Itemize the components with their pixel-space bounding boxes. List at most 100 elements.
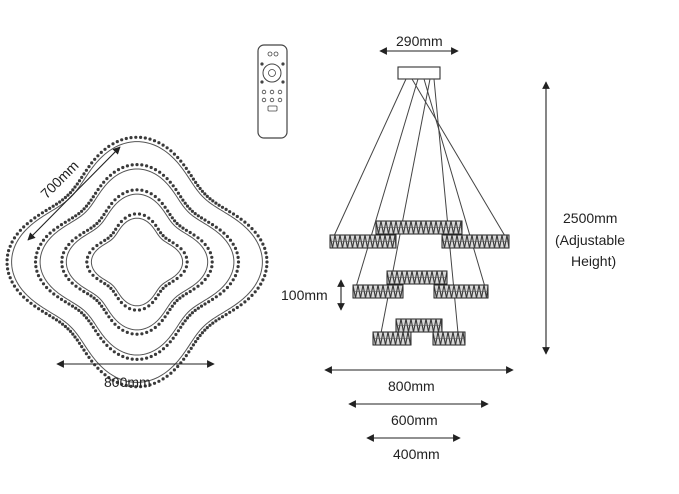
- crystal-bead: [140, 332, 144, 336]
- crystal-bead: [56, 225, 60, 229]
- crystal-bead: [181, 322, 185, 326]
- crystal-bead: [125, 190, 129, 194]
- crystal-bead: [48, 206, 52, 210]
- crystal-bead: [152, 139, 157, 143]
- height-note-line1: (Adjustable: [555, 232, 626, 248]
- crystal-bead: [181, 294, 185, 298]
- crystal-bead: [151, 300, 155, 305]
- crystal-bead: [189, 346, 193, 350]
- crystal-bead: [33, 304, 37, 308]
- crystal-bead: [119, 219, 123, 224]
- height-dimension-label: 2500mm: [563, 210, 618, 226]
- crystal-bead: [253, 290, 257, 294]
- crystal-bead: [73, 185, 77, 189]
- crystal-bead: [153, 352, 158, 356]
- medium-ring-dimension-label: 600mm: [391, 412, 438, 428]
- crystal-bead: [142, 213, 146, 217]
- small-ring-dimension-label: 400mm: [393, 446, 440, 462]
- crystal-bead: [84, 168, 88, 172]
- crystal-band: [432, 331, 466, 346]
- crystal-bead: [73, 335, 77, 339]
- crystal-bead: [179, 195, 183, 199]
- crystal-bead: [71, 188, 75, 192]
- crystal-bead: [171, 279, 175, 283]
- top-width-dimension-label: 800mm: [104, 374, 151, 390]
- crystal-bead: [225, 285, 229, 290]
- crystal-bead: [190, 209, 194, 213]
- crystal-bead: [116, 223, 120, 227]
- crystal-bead: [89, 226, 93, 230]
- crystal-bead: [187, 170, 191, 174]
- crystal-bead: [198, 333, 202, 338]
- crystal-bead: [140, 357, 144, 361]
- ceiling-canopy: [397, 66, 441, 80]
- crystal-bead: [172, 368, 176, 372]
- crystal-bead: [117, 325, 121, 330]
- crystal-bead: [114, 227, 118, 231]
- crystal-bead: [74, 214, 78, 218]
- crystal-bead: [236, 260, 241, 264]
- crystal-bead: [198, 186, 202, 191]
- crystal-bead: [175, 243, 179, 248]
- crystal-bead: [116, 168, 121, 172]
- crystal-bead: [208, 269, 212, 273]
- crystal-bead: [153, 325, 157, 330]
- crystal-bead: [228, 238, 233, 242]
- crystal-bead: [60, 255, 64, 259]
- crystal-bead: [168, 307, 172, 312]
- crystal-bead: [82, 313, 86, 317]
- crystal-bead: [7, 249, 11, 253]
- crystal-bead: [100, 216, 104, 220]
- crystal-bead: [214, 225, 218, 229]
- crystal-bead: [45, 234, 49, 239]
- suspension-cable: [423, 78, 486, 288]
- crystal-bead: [12, 284, 17, 288]
- crystal-bead: [174, 187, 178, 192]
- crystal-bead: [102, 180, 106, 184]
- crystal-bead: [218, 292, 222, 296]
- crystal-bead: [48, 289, 52, 293]
- crystal-bead: [78, 233, 82, 237]
- crystal-bead: [128, 213, 132, 217]
- crystal-bead: [48, 231, 52, 235]
- crystal-bead: [39, 278, 43, 282]
- crystal-bead: [173, 301, 177, 305]
- crystal-bead: [224, 313, 228, 317]
- crystal-bead: [99, 184, 103, 188]
- crystal-bead: [182, 251, 186, 255]
- crystal-bead: [34, 265, 38, 269]
- crystal-bead: [8, 244, 12, 248]
- crystal-bead: [104, 209, 108, 213]
- crystal-bead: [168, 212, 172, 217]
- crystal-bead: [199, 216, 204, 220]
- crystal-bead: [259, 238, 263, 242]
- crystal-bead: [256, 286, 260, 290]
- top-view-ring: [39, 168, 235, 356]
- crystal-bead: [156, 227, 160, 231]
- crystal-bead: [196, 306, 200, 310]
- crystal-bead: [109, 234, 113, 238]
- crystal-bead: [62, 269, 66, 273]
- crystal-bead: [145, 356, 149, 360]
- crystal-bead: [188, 207, 192, 211]
- crystal-bead: [235, 251, 239, 255]
- crystal-bead: [160, 318, 164, 323]
- crystal-bead: [178, 296, 182, 300]
- crystal-bead: [77, 308, 81, 312]
- crystal-bead: [161, 173, 166, 177]
- crystal-bead: [33, 216, 37, 220]
- crystal-bead: [179, 273, 183, 277]
- crystal-bead: [203, 218, 207, 222]
- crystal-bead: [148, 383, 152, 387]
- crystal-bead: [88, 269, 92, 273]
- suspension-cable: [411, 78, 506, 237]
- crystal-bead: [220, 315, 225, 319]
- crystal-bead: [35, 269, 39, 273]
- crystal-bead: [263, 274, 267, 278]
- crystal-bead: [97, 219, 101, 223]
- height-note-line2: Height): [571, 253, 617, 269]
- crystal-bead: [63, 300, 67, 304]
- crystal-bead: [236, 255, 240, 259]
- crystal-bead: [120, 382, 124, 386]
- crystal-bead: [95, 298, 99, 303]
